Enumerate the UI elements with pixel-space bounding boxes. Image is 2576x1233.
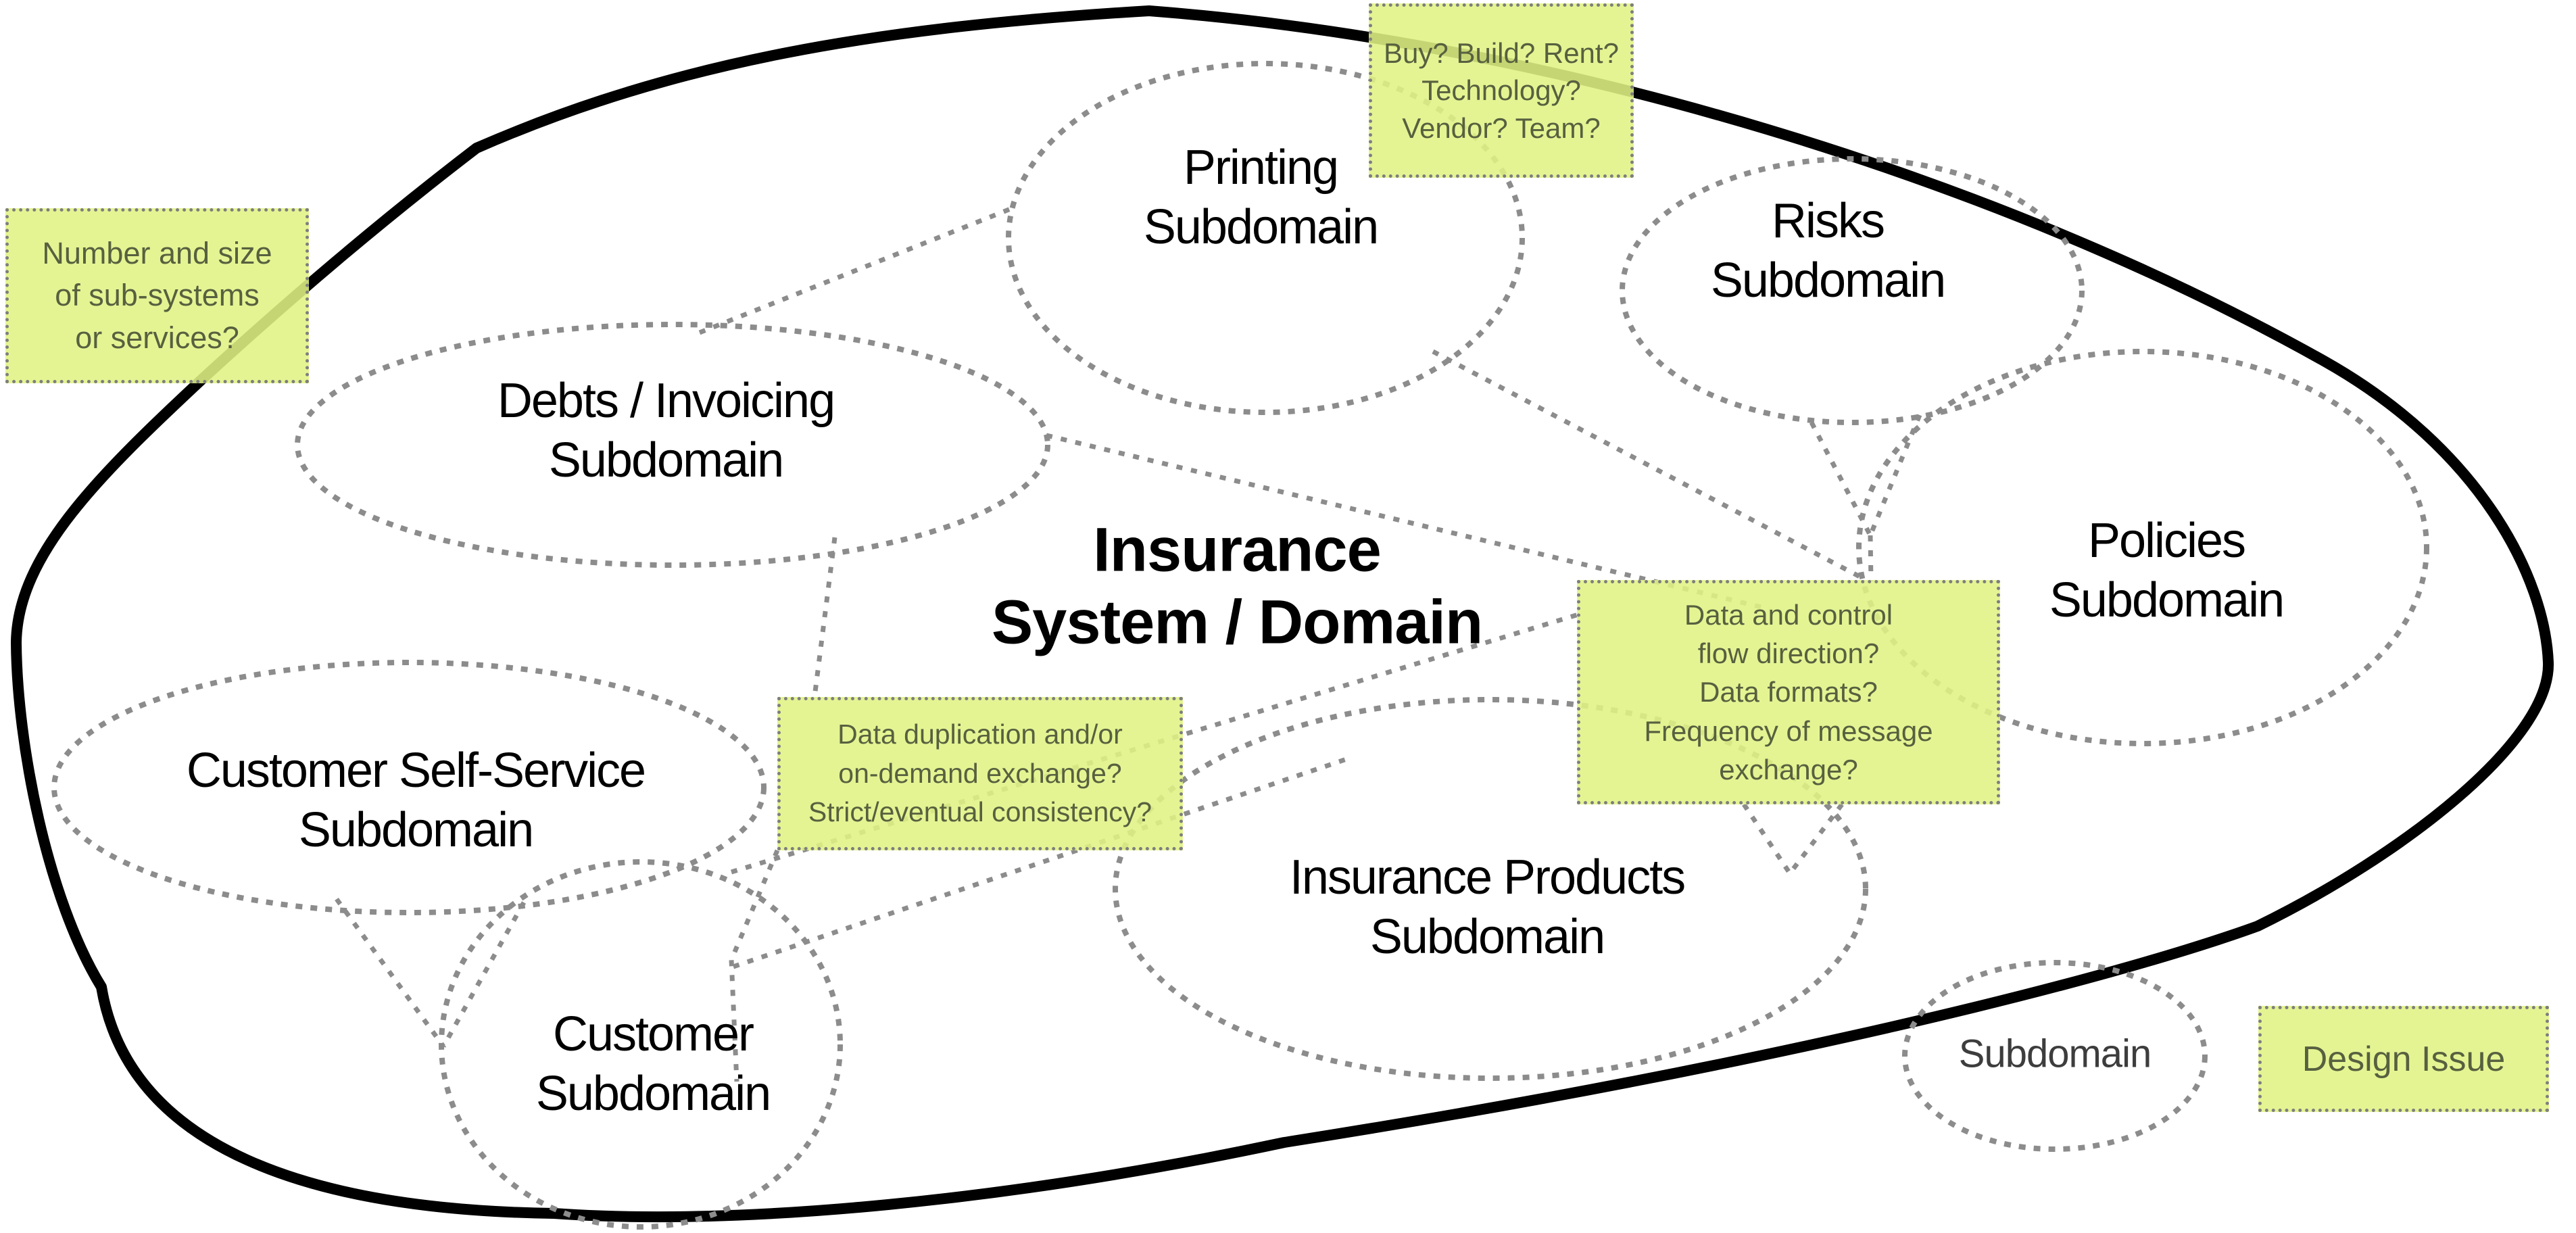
label-insurance-products-subdomain: Insurance Products Subdomain [1289, 850, 1686, 964]
risks-tail-left-line [1809, 421, 1873, 537]
label-customer-subdomain: Customer Subdomain [535, 1007, 771, 1121]
connector-debts-printing [698, 203, 1019, 335]
flow-note-tail-left-line [1742, 803, 1792, 875]
risks-tail-right-line [1868, 414, 1922, 537]
note-data-and-control-flow: Data and control flow direction? Data fo… [1577, 580, 2000, 804]
label-risks-subdomain: Risks Subdomain [1710, 194, 1946, 308]
note-number-and-size: Number and size of sub-systems or servic… [5, 208, 309, 383]
policies-subdomain-ellipse [1856, 349, 2429, 746]
flow-note-tail-right-line [1788, 802, 1844, 875]
note-buy-build-rent: Buy? Build? Rent? Technology? Vendor? Te… [1369, 3, 1634, 178]
legend-subdomain-label: Subdomain [1958, 1032, 2152, 1076]
connector-debts-note [812, 537, 837, 698]
legend-design-issue-note: Design Issue [2258, 1006, 2549, 1112]
label-printing-subdomain: Printing Subdomain [1143, 141, 1379, 254]
connector-customer-products [732, 756, 1350, 969]
connector-printing-policies-junction [1432, 349, 1865, 581]
debts-invoicing-subdomain-ellipse [295, 322, 1050, 568]
connector-debts-policies [1046, 433, 1770, 612]
risks-subdomain-ellipse [1620, 156, 2085, 425]
self-service-tail-left-line [335, 897, 445, 1048]
insurance-products-subdomain-ellipse [1113, 697, 1868, 1081]
domain-title: Insurance System / Domain [991, 515, 1483, 656]
label-customer-self-service-subdomain: Customer Self-Service Subdomain [186, 744, 646, 857]
legend-subdomain-ellipse [1902, 960, 2208, 1152]
risks-tail-stem-line [1868, 535, 1874, 582]
printing-subdomain-ellipse [1006, 61, 1525, 415]
label-debts-invoicing-subdomain: Debts / Invoicing Subdomain [497, 374, 835, 487]
note-data-duplication: Data duplication and/or on-demand exchan… [777, 697, 1183, 850]
customer-self-service-subdomain-ellipse [51, 660, 767, 915]
self-service-tail-right-line [441, 901, 527, 1048]
label-policies-subdomain: Policies Subdomain [2049, 514, 2285, 627]
